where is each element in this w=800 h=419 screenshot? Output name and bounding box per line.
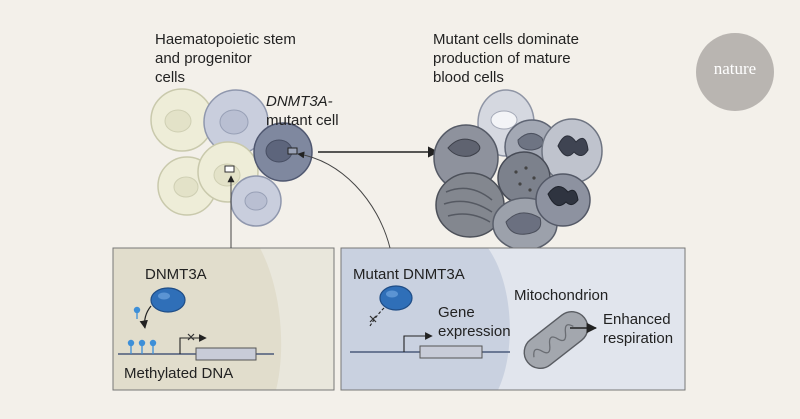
nature-logo-text: nature bbox=[713, 59, 757, 78]
cell-nucleus bbox=[164, 109, 192, 133]
dominate-label: Mutant cells dominate production of matu… bbox=[433, 30, 579, 87]
cell-nucleus bbox=[244, 191, 268, 211]
cell-nucleus bbox=[547, 186, 579, 207]
dnmt3a-label: DNMT3A bbox=[145, 266, 207, 283]
methyl-group bbox=[133, 306, 141, 314]
gene-expression-line: Gene bbox=[438, 304, 475, 321]
cell-granules bbox=[443, 187, 493, 223]
dnmt3a-enzyme bbox=[150, 287, 186, 313]
stem-cells-label-line: and progenitor bbox=[155, 50, 252, 67]
right-panel bbox=[340, 247, 686, 391]
enhanced-respiration-label: Enhanced respiration bbox=[603, 310, 673, 348]
mutant-cell-suffix: mutant cell bbox=[266, 112, 339, 129]
cell-nucleus bbox=[557, 135, 589, 157]
gene-box bbox=[195, 347, 257, 361]
dominate-label-line: production of mature bbox=[433, 50, 571, 67]
mitochondrion-label: Mitochondrion bbox=[514, 287, 609, 304]
mutant-cell-gene: DNMT3A- bbox=[266, 93, 333, 110]
failed-methylation-arrow bbox=[369, 307, 385, 327]
gene-expression-label: Gene expression bbox=[438, 303, 511, 341]
methylation-arrow bbox=[139, 305, 152, 329]
transcription-start-arrow bbox=[403, 332, 433, 352]
gene-expression-line: expression bbox=[438, 323, 511, 340]
left-panel-shade bbox=[260, 248, 334, 390]
zoom-marker bbox=[287, 147, 298, 155]
outcome-line: respiration bbox=[603, 330, 674, 347]
methylation-marks bbox=[127, 339, 157, 354]
stem-cells-label-line: cells bbox=[155, 69, 186, 86]
left-panel bbox=[112, 247, 335, 391]
mature-blood-cell-cluster bbox=[433, 89, 603, 251]
stem-cells-label: Haematopoietic stem and progenitor cells bbox=[155, 30, 296, 87]
cell-nucleus bbox=[505, 212, 542, 235]
dominate-label-line: Mutant cells dominate bbox=[433, 31, 579, 48]
cell-nucleus bbox=[490, 110, 518, 130]
dominate-label-line: blood cells bbox=[433, 69, 504, 86]
mutant-cell-label: DNMT3A- mutant cell bbox=[266, 92, 339, 130]
outcome-line: Enhanced bbox=[603, 311, 671, 328]
cell-nucleus bbox=[173, 176, 199, 198]
nature-logo: nature bbox=[696, 33, 774, 111]
mutant-dnmt3a-label: Mutant DNMT3A bbox=[353, 266, 465, 283]
mitochondrion-icon bbox=[523, 310, 589, 370]
gene-box bbox=[419, 345, 483, 359]
zoom-connector-right bbox=[297, 151, 391, 249]
stem-cells-label-line: Haematopoietic stem bbox=[155, 31, 296, 48]
cell-nucleus bbox=[447, 138, 481, 157]
transcription-start-arrow bbox=[179, 334, 207, 354]
stem-cell-cluster bbox=[150, 88, 313, 227]
blocked-x-icon bbox=[187, 333, 195, 341]
cell-nucleus bbox=[219, 109, 249, 135]
mutant-dnmt3a-enzyme bbox=[379, 285, 413, 311]
blocked-x-icon bbox=[369, 315, 377, 323]
zoom-marker bbox=[224, 165, 235, 173]
cell-nucleus bbox=[517, 133, 544, 151]
methylated-dna-label: Methylated DNA bbox=[124, 365, 234, 382]
